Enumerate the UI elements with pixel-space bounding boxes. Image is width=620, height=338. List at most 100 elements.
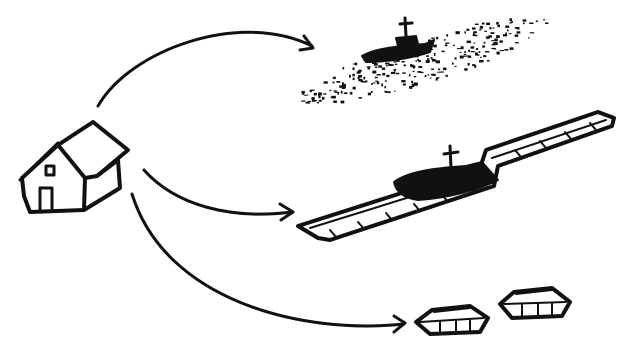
- cloud-speckle: [475, 24, 479, 25]
- cloud-speckle: [456, 31, 460, 34]
- cloud-speckle: [464, 68, 467, 71]
- cloud-speckle: [375, 77, 378, 79]
- cloud-speckle: [375, 67, 378, 68]
- cloud-speckle: [428, 74, 430, 75]
- cloud-speckle: [483, 55, 486, 57]
- cloud-speckle: [333, 90, 337, 91]
- cloud-speckle: [381, 84, 383, 87]
- cloud-speckle: [431, 57, 433, 59]
- cloud-speckle: [353, 87, 356, 90]
- cloud-speckle: [436, 37, 438, 40]
- cloud-speckle: [491, 40, 494, 41]
- cloud-speckle: [384, 86, 386, 88]
- house-icon: [20, 122, 128, 212]
- cloud-speckle: [352, 74, 354, 77]
- cloud-speckle: [464, 51, 466, 53]
- cloud-speckle: [497, 25, 500, 28]
- cloud-speckle: [358, 79, 362, 81]
- cloud-speckle: [365, 80, 367, 82]
- cloud-speckle: [333, 82, 335, 84]
- cloud-speckle: [374, 63, 378, 66]
- cloud-speckle: [317, 102, 319, 103]
- cloud-speckle: [476, 48, 478, 50]
- cloud-speckle: [475, 35, 477, 37]
- arrow-to-cloud: [98, 32, 313, 106]
- cloud-speckle: [461, 46, 464, 49]
- cloud-speckle: [394, 91, 396, 92]
- cloud-speckle: [454, 58, 456, 60]
- cloud-speckle: [386, 65, 388, 66]
- cloud-speckle: [430, 78, 432, 79]
- cloud-speckle: [333, 101, 337, 103]
- cloud-speckle: [412, 86, 415, 87]
- cloud-speckle: [378, 65, 382, 67]
- cloud-speckle: [529, 23, 533, 25]
- cloud-speckle: [431, 38, 435, 39]
- cloud-speckle: [479, 29, 481, 30]
- cloud-speckle: [484, 42, 486, 44]
- cloud-speckle: [353, 67, 355, 70]
- cloud-speckle: [413, 71, 415, 72]
- cloud-speckle: [446, 34, 448, 37]
- cloud-speckle: [331, 97, 335, 98]
- cloud-speckle: [436, 78, 438, 80]
- cloud-speckle: [409, 74, 411, 76]
- cloud-speckle: [403, 84, 406, 86]
- cloud-speckle: [431, 69, 434, 71]
- cloud-speckle: [395, 64, 398, 65]
- cloud-speckle: [382, 68, 386, 70]
- cloud-speckle: [427, 58, 429, 60]
- cloud-speckle: [523, 19, 527, 21]
- cloud-speckle: [466, 55, 470, 56]
- cloud-speckle: [336, 81, 340, 83]
- cloud-speckle: [487, 60, 490, 62]
- cloud-speckle: [528, 37, 530, 38]
- cloud-speckle: [485, 51, 489, 52]
- cloud-speckle: [472, 64, 475, 66]
- cloud-speckle: [404, 65, 407, 67]
- cloud-speckle: [433, 45, 437, 48]
- cloud-speckle: [460, 56, 464, 59]
- cloud-speckle: [373, 71, 377, 74]
- cloud-speckle: [510, 18, 513, 21]
- cloud-speckle: [536, 21, 538, 22]
- cloud-speckle: [349, 75, 351, 78]
- cloud-speckle: [341, 91, 343, 94]
- cloud-speckle: [410, 64, 412, 67]
- cloud-speckle: [438, 69, 440, 71]
- cloud-speckle: [426, 60, 430, 63]
- cloud-speckle: [515, 35, 519, 37]
- cloud-speckle: [443, 68, 447, 71]
- cloud-speckle: [523, 23, 525, 25]
- cloud-speckle: [480, 26, 483, 29]
- cloud-speckle: [394, 71, 396, 74]
- cloud-speckle: [330, 90, 332, 92]
- cloud-speckle: [466, 29, 469, 31]
- cloud-speckle: [385, 63, 390, 65]
- cloud-speckle: [494, 39, 496, 41]
- cloud-speckle: [371, 91, 373, 93]
- cloud-speckle: [471, 51, 475, 52]
- cloud-speckle: [453, 45, 455, 46]
- cloud-speckle: [545, 23, 548, 25]
- cloud-speckle: [509, 33, 512, 34]
- cloud-speckle: [496, 22, 499, 25]
- cloud-speckle: [482, 23, 485, 25]
- cloud-speckle: [306, 102, 310, 104]
- cloud-speckle: [312, 97, 315, 100]
- cloud-speckle: [418, 66, 422, 68]
- cloud-speckle: [464, 31, 466, 33]
- cloud-speckle: [490, 27, 492, 30]
- cloud-speckle: [493, 27, 495, 28]
- cloud-speckle: [479, 51, 481, 53]
- cloud-speckle: [445, 43, 449, 44]
- dotted-cloud-flag-icon: [301, 18, 548, 104]
- cloud-speckle: [441, 51, 445, 52]
- cloud-speckle: [368, 93, 371, 96]
- cloud-speckle: [472, 27, 476, 29]
- cloud-speckle: [505, 32, 507, 35]
- cloud-speckle: [372, 83, 375, 84]
- cloud-speckle: [460, 52, 462, 53]
- cloud-speckle: [386, 75, 389, 77]
- cloud-speckle: [468, 63, 470, 66]
